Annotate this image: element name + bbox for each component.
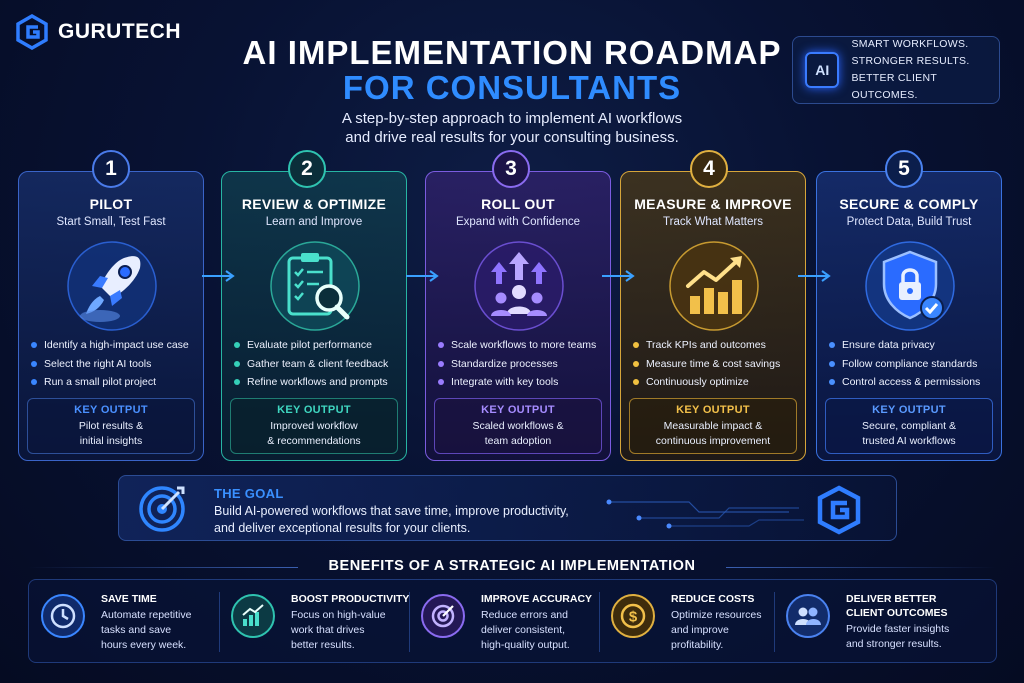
page-title-accent: FOR CONSULTANTS — [342, 69, 682, 106]
step-card-pilot: PILOT Start Small, Test Fast Identify a … — [18, 171, 204, 461]
benefits-panel: SAVE TIME Automate repetitive tasks and … — [28, 579, 997, 663]
step-card-measure-improve: MEASURE & IMPROVE Track What Matters Tra… — [620, 171, 806, 461]
list-item: Scale workflows to more teams — [438, 336, 596, 355]
list-item: Continuously optimize — [633, 373, 780, 392]
key-output-box: KEY OUTPUT Improved workflow & recommend… — [230, 398, 398, 454]
list-item: Identify a high-impact use case — [31, 336, 189, 355]
step-number-5: 5 — [885, 150, 923, 188]
divider — [219, 592, 220, 652]
arrow-right-icon — [406, 270, 439, 282]
list-item: Select the right AI tools — [31, 355, 189, 374]
step-card-secure-comply: SECURE & COMPLY Protect Data, Build Trus… — [816, 171, 1002, 461]
circuit-decoration-icon — [606, 499, 804, 529]
list-item: Standardize processes — [438, 355, 596, 374]
rocket-icon — [67, 241, 157, 331]
benefit-boost-productivity: BOOST PRODUCTIVITY Focus on high-value w… — [219, 580, 409, 664]
svg-text:$: $ — [629, 609, 638, 626]
step-subtitle: Expand with Confidence — [455, 216, 581, 228]
shield-lock-icon — [865, 241, 955, 331]
goal-label: THE GOAL — [214, 486, 284, 501]
page-subtitle: A step-by-step approach to implement AI … — [341, 110, 683, 146]
benefits-title: BENEFITS OF A STRATEGIC AI IMPLEMENTATIO… — [328, 558, 696, 574]
step-subtitle: Start Small, Test Fast — [56, 216, 166, 228]
brand: GURUTECH — [14, 14, 181, 50]
list-item: Control access & permissions — [829, 373, 980, 392]
page-title: AI IMPLEMENTATION ROADMAP — [242, 34, 782, 71]
step-title: MEASURE & IMPROVE — [634, 196, 792, 212]
step-title: SECURE & COMPLY — [839, 196, 979, 212]
step-title: PILOT — [89, 196, 133, 212]
divider — [774, 592, 775, 652]
step-card-roll-out: ROLL OUT Expand with Confidence Scale wo… — [425, 171, 611, 461]
divider — [726, 567, 996, 568]
growth-chart-icon — [669, 241, 759, 331]
step-subtitle: Learn and Improve — [265, 216, 363, 228]
list-item: Ensure data privacy — [829, 336, 980, 355]
goal-text: Build AI-powered workflows that save tim… — [214, 504, 569, 535]
list-item: Measure time & cost savings — [633, 355, 780, 374]
key-output-box: KEY OUTPUT Scaled workflows & team adopt… — [434, 398, 602, 454]
ai-chip-icon: AI — [805, 52, 840, 88]
clock-icon — [41, 594, 85, 638]
list-item: Follow compliance standards — [829, 355, 980, 374]
step-title: REVIEW & OPTIMIZE — [241, 196, 387, 212]
key-output-box: KEY OUTPUT Measurable impact & continuou… — [629, 398, 797, 454]
step-number-3: 3 — [492, 150, 530, 188]
key-output-box: KEY OUTPUT Pilot results & initial insig… — [27, 398, 195, 454]
step-number-4: 4 — [690, 150, 728, 188]
clipboard-search-icon — [270, 241, 360, 331]
divider — [599, 592, 600, 652]
step-number-1: 1 — [92, 150, 130, 188]
list-item: Track KPIs and outcomes — [633, 336, 780, 355]
benefit-improve-accuracy: IMPROVE ACCURACY Reduce errors and deliv… — [409, 580, 599, 664]
gurutech-logo-icon — [817, 485, 861, 535]
benefit-save-time: SAVE TIME Automate repetitive tasks and … — [29, 580, 219, 664]
step-card-review-optimize: REVIEW & OPTIMIZE Learn and Improve Eval… — [221, 171, 407, 461]
list-item: Gather team & client feedback — [234, 355, 388, 374]
list-item: Run a small pilot project — [31, 373, 189, 392]
list-item: Evaluate pilot performance — [234, 336, 388, 355]
target-icon — [421, 594, 465, 638]
dollar-icon: $ — [611, 594, 655, 638]
tagline-box: AI SMART WORKFLOWS. STRONGER RESULTS. BE… — [792, 36, 1000, 104]
gurutech-logo-icon — [16, 14, 48, 50]
brand-name: GURUTECH — [58, 20, 181, 43]
list-item: Refine workflows and prompts — [234, 373, 388, 392]
step-subtitle: Track What Matters — [663, 216, 763, 228]
divider — [409, 592, 410, 652]
target-icon — [139, 486, 185, 532]
benefit-reduce-costs: $ REDUCE COSTS Optimize resources and im… — [599, 580, 774, 664]
arrow-right-icon — [798, 270, 831, 282]
bar-chart-icon — [231, 594, 275, 638]
step-number-2: 2 — [288, 150, 326, 188]
step-subtitle: Protect Data, Build Trust — [846, 216, 972, 228]
arrow-right-icon — [602, 270, 635, 282]
list-item: Integrate with key tools — [438, 373, 596, 392]
team-growth-icon — [474, 241, 564, 331]
benefit-client-outcomes: DELIVER BETTER CLIENT OUTCOMES Provide f… — [774, 580, 996, 664]
step-title: ROLL OUT — [481, 196, 555, 212]
people-icon — [786, 594, 830, 638]
key-output-box: KEY OUTPUT Secure, compliant & trusted A… — [825, 398, 993, 454]
arrow-right-icon — [202, 270, 235, 282]
goal-panel: THE GOAL Build AI-powered workflows that… — [118, 475, 897, 541]
tagline-text: SMART WORKFLOWS. STRONGER RESULTS. BETTE… — [851, 38, 970, 101]
divider — [28, 567, 298, 568]
